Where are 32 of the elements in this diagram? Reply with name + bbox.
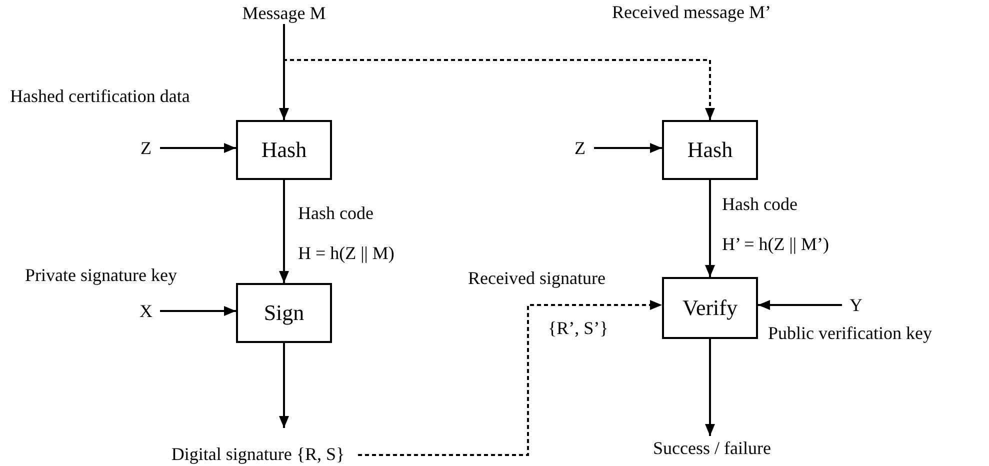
dashed-arrow <box>283 24 715 120</box>
annotation: H’ = h(Z || M’) <box>722 234 829 255</box>
process-box <box>236 120 332 180</box>
dashed-arrow <box>358 300 662 456</box>
input-label: Z <box>574 138 586 158</box>
input-label: Y <box>850 294 862 316</box>
arrow <box>279 343 289 428</box>
arrow <box>758 300 842 310</box>
box-label: Hash <box>687 137 733 163</box>
annotation: H = h(Z || M) <box>298 243 394 264</box>
arrow <box>594 143 662 153</box>
arrow <box>160 143 236 153</box>
arrow <box>279 180 289 283</box>
annotation: Received message M’ <box>612 2 771 23</box>
input-label: Message M <box>242 2 326 24</box>
box-label: Hash <box>261 137 307 163</box>
annotation: Hashed certification data <box>10 86 190 107</box>
arrow <box>160 306 236 316</box>
arrow <box>705 339 715 436</box>
annotation: Private signature key <box>25 265 177 286</box>
process-box <box>662 277 758 339</box>
input-label: Success / failure <box>653 438 771 458</box>
annotation: Received signature <box>468 268 606 289</box>
input-label: Digital signature {R, S} <box>171 444 345 464</box>
process-box <box>662 120 758 180</box>
arrow <box>705 180 715 277</box>
annotation: Public verification key <box>768 323 932 344</box>
box-label: Sign <box>264 300 304 326</box>
box-label: Verify <box>682 295 738 321</box>
input-label: X <box>140 300 152 322</box>
input-label: Z <box>140 138 152 158</box>
process-box <box>236 283 332 343</box>
